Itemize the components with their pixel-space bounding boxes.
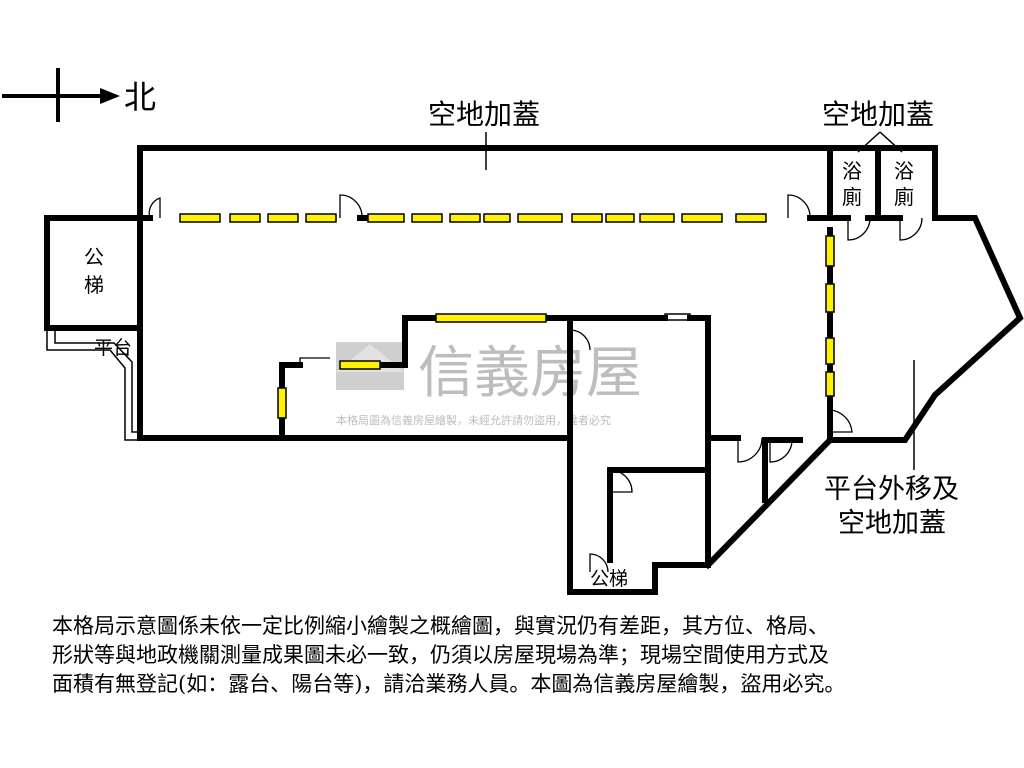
bathroom-1-label-1: 浴 <box>842 159 862 183</box>
disclaimer-note: 本格局示意圖係未依一定比例縮小繪製之概繪圖，與實況仍有差距，其方位、格局、 形狀… <box>52 612 982 699</box>
disclaimer-line: 本格局示意圖係未依一定比例縮小繪製之概繪圖，與實況仍有差距，其方位、格局、 <box>52 614 829 638</box>
platform-moved-label-2: 空地加蓋 <box>838 508 946 539</box>
disclaimer-line: 形狀等與地政機關測量成果圖未必一致，仍須以房屋現場為準；現場空間使用方式及 <box>52 643 829 667</box>
window-segments <box>179 213 835 419</box>
platform-label: 平台 <box>94 337 132 359</box>
stairs-left-label-2: 梯 <box>84 273 104 297</box>
watermark-brand: 信義房屋 <box>418 341 642 406</box>
top-addition-label: 空地加蓋 <box>428 98 540 131</box>
watermark: 信義房屋 本格局圖為信義房屋繪製，未經允許請勿盜用，違者必究 <box>336 341 642 427</box>
watermark-notice: 本格局圖為信義房屋繪製，未經允許請勿盜用，違者必究 <box>336 413 611 427</box>
stairs-left-label-1: 公 <box>84 245 104 269</box>
bathroom-2-label-2: 廁 <box>894 185 914 209</box>
door-swings <box>148 194 923 573</box>
stairs-bottom-label: 公梯 <box>590 568 628 590</box>
disclaimer-line: 面積有無登記(如：露台、陽台等)，請洽業務人員。本圖為信義房屋繪製，盜用必究。 <box>52 672 846 696</box>
platform-moved-label-1: 平台外移及 <box>824 474 959 505</box>
bathroom-2-label-1: 浴 <box>894 159 914 183</box>
north-arrow-icon <box>2 68 120 122</box>
north-label: 北 <box>124 78 156 116</box>
leader-lines <box>485 131 915 470</box>
top-right-addition-label: 空地加蓋 <box>822 98 934 131</box>
platform-railing <box>46 328 140 441</box>
bathroom-1-label-2: 廁 <box>842 185 862 209</box>
